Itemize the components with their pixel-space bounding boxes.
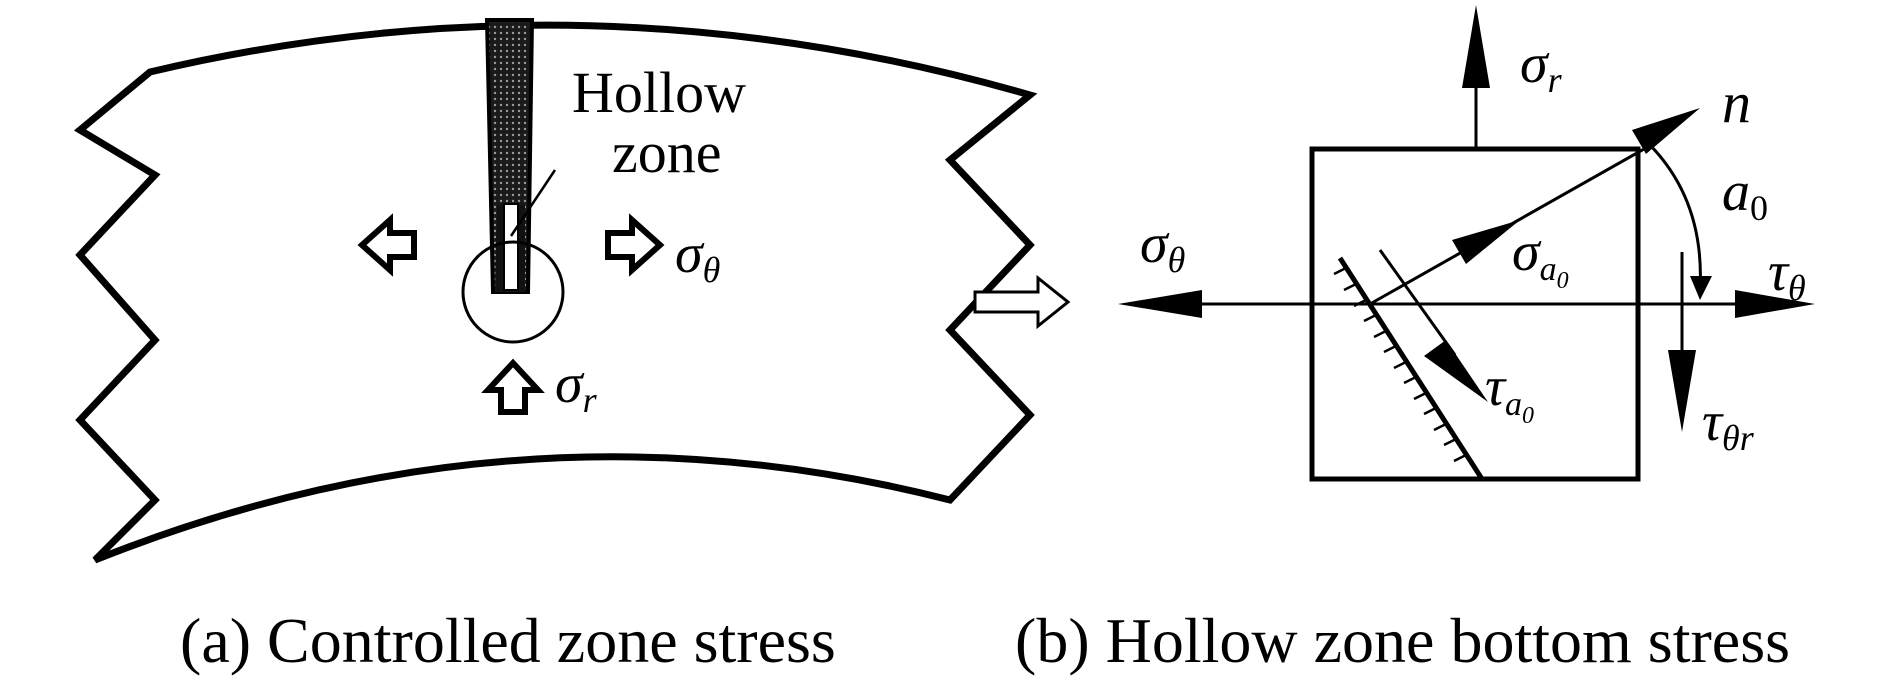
a-symbol: a <box>1722 161 1750 223</box>
panel-a: Hollow zone σθ σr (a) Controlled zone st… <box>73 18 1038 676</box>
caption-b: (b) Hollow zone bottom stress <box>1015 605 1790 676</box>
sigma-a0-arrowhead <box>1452 220 1520 264</box>
subscript-theta: θ <box>1788 268 1806 308</box>
transition-arrow-icon <box>973 274 1071 330</box>
normal-n-arrowhead <box>1632 108 1700 154</box>
tau-theta-r-arrowhead <box>1668 350 1696 432</box>
subsubscript-0: 0 <box>1557 268 1569 294</box>
tau-symbol: τ <box>1485 356 1507 418</box>
sigma-symbol: σ <box>1512 221 1542 283</box>
up-arrow-icon <box>481 358 545 415</box>
sigma-r-label-b: σr <box>1520 33 1563 100</box>
sigma-symbol: σ <box>675 223 705 285</box>
sigma-symbol: σ <box>1140 213 1170 275</box>
plane-hatching <box>1333 266 1467 463</box>
subscript-a: a <box>1540 251 1557 288</box>
tau-a0-label: τa0 <box>1485 356 1534 429</box>
subsubscript-0: 0 <box>1522 403 1534 429</box>
panel-b: σr σθ τθ n σa0 a0 <box>1015 5 1815 676</box>
subscript-r: r <box>583 380 598 420</box>
sigma-symbol: σ <box>1520 33 1550 95</box>
angle-a0-arc <box>1646 141 1702 291</box>
subscript-theta: θ <box>1168 240 1186 280</box>
stress-element-square <box>1309 146 1641 482</box>
tau-symbol: τ <box>1768 241 1790 303</box>
tau-theta-label: τθ <box>1768 241 1806 308</box>
sigma-theta-label-b: σθ <box>1140 213 1185 280</box>
caption-a: (a) Controlled zone stress <box>180 605 836 676</box>
subscript-theta: θ <box>703 250 721 290</box>
subscript-0: 0 <box>1750 188 1768 228</box>
sigma-a0-label: σa0 <box>1512 221 1569 294</box>
n-label: n <box>1722 70 1751 135</box>
subscript-a: a <box>1505 386 1522 423</box>
sigma-theta-arrowhead <box>1118 290 1202 318</box>
sigma-r-label-a: σr <box>555 353 598 420</box>
sigma-symbol: σ <box>555 353 585 415</box>
hollow-zone-leader-line <box>509 169 557 237</box>
subscript-theta-r: θr <box>1722 418 1755 458</box>
tau-a0-arrowhead <box>1424 340 1488 402</box>
hollow-zone-rect <box>503 203 519 291</box>
subscript-r: r <box>1548 60 1563 100</box>
a0-label: a0 <box>1722 161 1768 228</box>
tau-a0-shaft <box>1378 249 1457 356</box>
sigma-r-arrowhead <box>1462 5 1490 88</box>
angle-a0-arrowhead <box>1690 276 1712 300</box>
sigma-theta-label-a: σθ <box>675 223 720 290</box>
tau-symbol: τ <box>1702 391 1724 453</box>
tau-theta-r-label: τθr <box>1702 391 1755 458</box>
controlled-zone-circle <box>461 240 565 344</box>
right-arrow-icon <box>605 213 665 277</box>
hollow-zone-label-line1: Hollow <box>572 60 746 125</box>
hollow-zone-label-line2: zone <box>612 120 722 185</box>
rock-segment-outline <box>73 21 1038 564</box>
tau-theta-arrowhead <box>1735 290 1815 318</box>
left-arrow-icon <box>357 213 417 277</box>
inclined-plane-line <box>1337 256 1485 481</box>
